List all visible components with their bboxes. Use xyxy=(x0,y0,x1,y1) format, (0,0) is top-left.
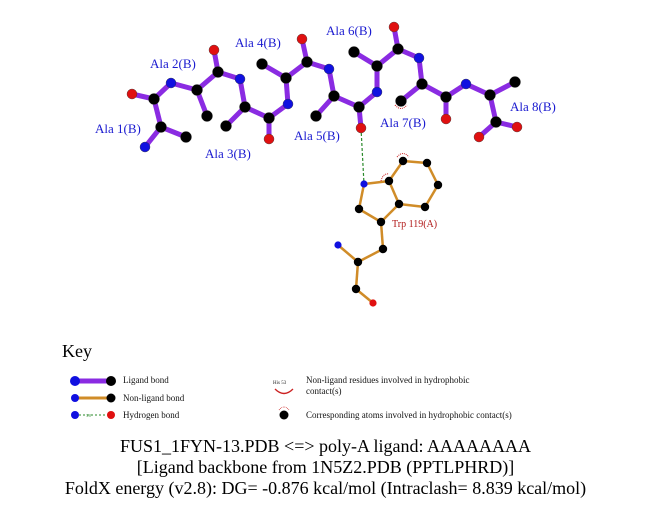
ligand-atom-c8 xyxy=(490,116,502,128)
label-trp119: Trp 119(A) xyxy=(392,219,437,230)
nonligand-bond xyxy=(358,207,382,224)
label-ala2: Ala 2(B) xyxy=(150,56,196,71)
ligand-atom-o8a xyxy=(473,131,485,143)
key-hydrophobic-atoms-label: Corresponding atoms involved in hydropho… xyxy=(306,410,512,420)
key-hydrophobic-residues-label: Non-ligand residues involved in hydropho… xyxy=(306,375,470,396)
label-ala1: Ala 1(B) xyxy=(95,121,141,136)
ligand-atom-c2 xyxy=(212,66,224,78)
label-ala5: Ala 5(B) xyxy=(294,128,340,143)
ligand-atom-n7 xyxy=(413,52,425,64)
trp-atom-c xyxy=(351,284,361,294)
trp-atom-ch2 xyxy=(422,158,432,168)
trp-atom-o xyxy=(369,299,377,307)
label-ala4: Ala 4(B) xyxy=(235,35,281,50)
ligand-atom-c7 xyxy=(440,91,452,103)
caption-line-3: FoldX energy (v2.8): DG= -0.876 kcal/mol… xyxy=(64,478,587,498)
key-hydrogen-bond-label: Hydrogen bond xyxy=(123,410,180,420)
key-hydrophobic-residue-icon: His 53 xyxy=(273,381,294,395)
trp-atom-ca xyxy=(353,257,363,267)
trp-atom-cz2 xyxy=(398,156,408,166)
ligand-atom-c5 xyxy=(353,101,365,113)
ligand-atom-cb2 xyxy=(201,110,213,122)
ligand-atom-n4 xyxy=(282,98,294,110)
hydrophobic-contact-arc xyxy=(380,173,390,182)
nonligand-bond xyxy=(354,261,360,290)
ligand-atom-n6 xyxy=(371,86,383,98)
caption-line-2: [Ligand backbone from 1N5Z2.PDB (PPTLPHR… xyxy=(136,457,515,477)
ligand-atom-c3 xyxy=(263,112,275,124)
ligand-atom-o4 xyxy=(296,33,308,45)
trp-atom-ce2 xyxy=(384,176,394,186)
ligand-atom-c4 xyxy=(301,56,313,68)
trp-atom-cz3 xyxy=(433,180,443,190)
ligand-atom-c1 xyxy=(148,93,160,105)
nonligand-bond xyxy=(423,184,440,208)
trp-atom-cd1 xyxy=(354,204,364,214)
caption-line-1: FUS1_1FYN-13.PDB <=> poly-A ligand: AAAA… xyxy=(120,436,531,456)
label-ala3: Ala 3(B) xyxy=(205,146,251,161)
key-ligand-bond-label: Ligand bond xyxy=(123,375,169,385)
trp-atom-ne1 xyxy=(360,180,368,188)
trp-atom-n xyxy=(334,241,342,249)
ligand-atom-cb5 xyxy=(310,110,322,122)
ligand-atom-c6 xyxy=(392,43,404,55)
nonligand-bond xyxy=(337,244,359,263)
ligand-atom-ca6 xyxy=(371,60,383,72)
trp-atom-cb xyxy=(378,244,388,254)
ligand-atom-o6 xyxy=(388,21,400,33)
ligand-atom-cb6 xyxy=(348,46,360,58)
ligand-atom-o1 xyxy=(126,88,138,100)
ligand-atom-ca5 xyxy=(328,90,340,102)
ligand-atom-cb8 xyxy=(509,76,521,88)
ligand-atom-n3 xyxy=(234,73,246,85)
ligand-atom-n1 xyxy=(139,141,151,153)
ligand-atom-ca3 xyxy=(239,101,251,113)
trp-atom-cg xyxy=(376,217,386,227)
ligand-atom-o5 xyxy=(355,122,367,134)
ligand-atom-n5 xyxy=(323,63,335,75)
ligand-atom-o7 xyxy=(440,113,452,125)
label-ala6: Ala 6(B) xyxy=(326,23,372,38)
ligand-atom-cb3 xyxy=(220,120,232,132)
label-ala8: Ala 8(B) xyxy=(510,99,556,114)
nonligand-bond xyxy=(357,247,384,264)
ligand-atom-o2 xyxy=(208,44,220,56)
ligand-atom-ca2 xyxy=(191,84,203,96)
nonligand-bond xyxy=(379,221,385,250)
trp-atom-cd2 xyxy=(394,199,404,209)
key-hydrogen-bond-sample: 3.0 xyxy=(71,411,115,419)
nonligand-bond xyxy=(357,183,366,210)
trp-atom-ce3 xyxy=(420,202,430,212)
ligand-atom-n2 xyxy=(165,77,177,89)
ligand-atom-ca1 xyxy=(155,121,167,133)
ligand-atom-cb7 xyxy=(395,95,407,107)
ligand-atom-cb1 xyxy=(180,131,192,143)
ligand-atom-o3 xyxy=(263,133,275,145)
key-nonligand-bond-label: Non-ligand bond xyxy=(123,393,185,403)
hydrophobic-contact-arc xyxy=(394,104,408,109)
nonligand-bond xyxy=(380,203,400,223)
key-his53-label: His 53 xyxy=(273,381,287,386)
label-ala7: Ala 7(B) xyxy=(380,115,426,130)
ligand-atom-n8 xyxy=(460,78,472,90)
ligand-atom-ca8 xyxy=(484,89,496,101)
ligand-atom-ca4 xyxy=(280,72,292,84)
hydrophobic-contact-arc xyxy=(396,153,410,158)
nonligand-bond xyxy=(398,202,426,209)
key-nonligand-bond-sample xyxy=(71,393,116,403)
key-hbond-distance: 3.0 xyxy=(86,413,91,418)
ligand-atom-ca7 xyxy=(416,78,428,90)
key-hydrophobic-atom-icon xyxy=(278,406,290,420)
ligand-atom-cb4 xyxy=(256,58,268,70)
key-title: Key xyxy=(62,341,92,361)
key-ligand-bond-sample xyxy=(70,376,116,386)
hydrogen-bond xyxy=(360,127,365,185)
ligand-atom-o8b xyxy=(511,121,523,133)
